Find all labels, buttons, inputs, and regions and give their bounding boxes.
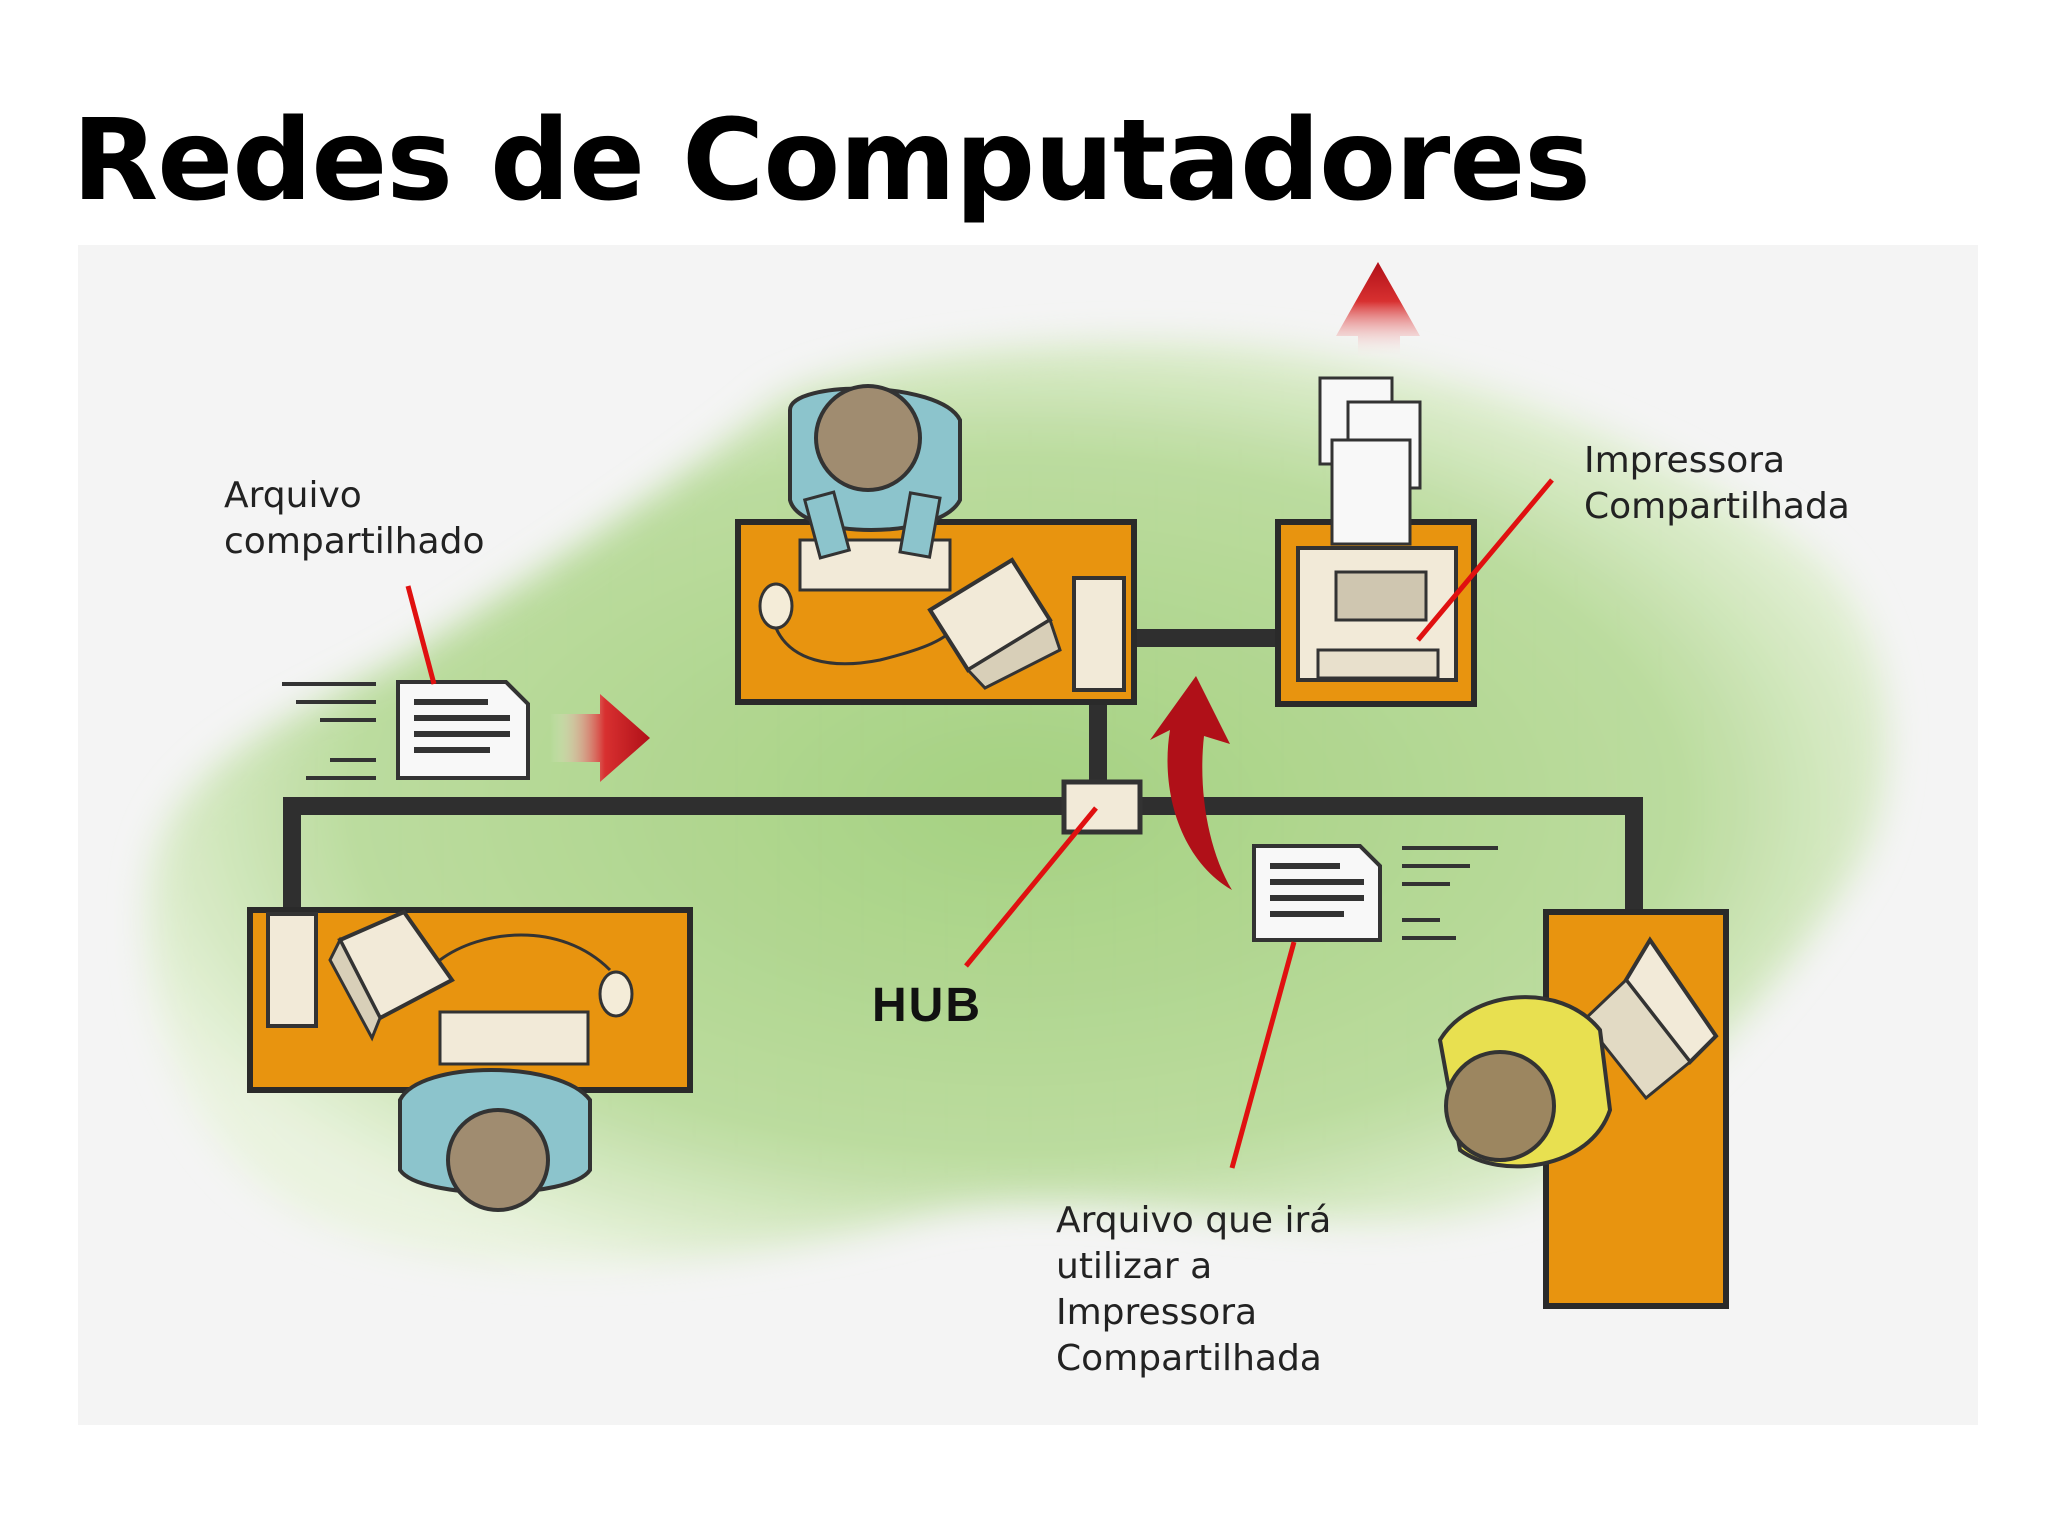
person-icon <box>1440 997 1610 1166</box>
document-icon <box>1254 846 1380 940</box>
label-line: Impressora <box>1056 1290 1331 1336</box>
hub-icon <box>1064 782 1140 832</box>
label-line: Arquivo que irá <box>1056 1198 1331 1244</box>
printer-icon <box>1298 548 1456 680</box>
label-print-file: Arquivo que irá utilizar a Impressora Co… <box>1056 1198 1331 1382</box>
label-shared-file: Arquivo compartilhado <box>224 473 484 565</box>
cpu-tower-icon <box>1074 578 1124 690</box>
label-hub: HUB <box>872 978 982 1033</box>
mouse-icon <box>760 584 792 628</box>
cpu-tower-icon <box>268 914 316 1026</box>
keyboard-icon <box>440 1012 588 1064</box>
label-line: Compartilhada <box>1056 1336 1331 1382</box>
label-shared-printer: Impressora Compartilhada <box>1584 438 1850 530</box>
label-line: utilizar a <box>1056 1244 1331 1290</box>
label-line: Impressora <box>1584 438 1850 484</box>
document-stack-icon <box>1320 378 1420 544</box>
document-icon <box>398 682 528 778</box>
label-line: compartilhado <box>224 519 484 565</box>
label-line: Arquivo <box>224 473 484 519</box>
label-line: Compartilhada <box>1584 484 1850 530</box>
mouse-icon <box>600 972 632 1016</box>
